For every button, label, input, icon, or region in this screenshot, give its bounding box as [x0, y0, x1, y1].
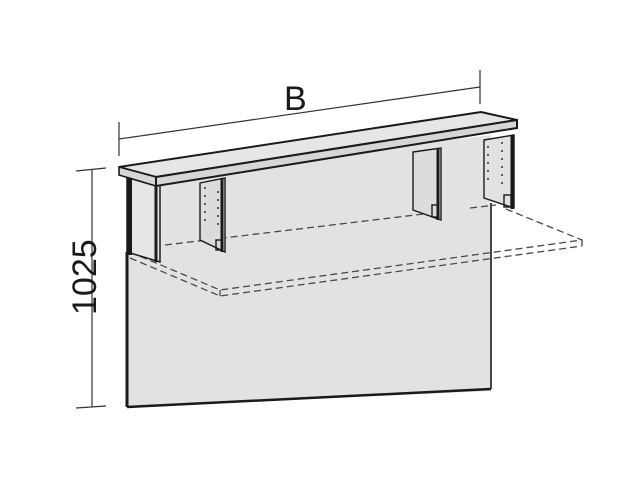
privacy-panel-outline	[125, 203, 492, 409]
height-dimension	[75, 167, 107, 409]
height-label: 1025	[66, 239, 104, 315]
bracket-left	[199, 177, 226, 254]
top-shelf	[118, 110, 518, 188]
bracket-right	[412, 147, 442, 221]
right-end-support	[483, 134, 515, 209]
width-label: B	[284, 80, 307, 118]
width-dimension	[118, 70, 481, 156]
left-end-edge	[127, 177, 132, 255]
